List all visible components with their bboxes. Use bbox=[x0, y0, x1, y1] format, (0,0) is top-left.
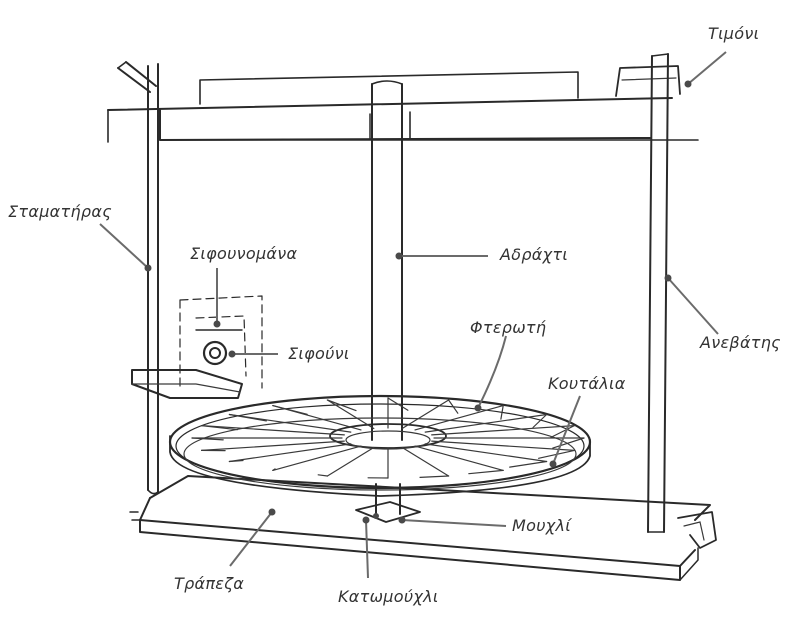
label-adrachti: Αδράχτι bbox=[500, 245, 569, 264]
label-stamatiras: Σταματήρας bbox=[8, 202, 112, 221]
paddle-plate bbox=[509, 460, 548, 468]
paddle-plate bbox=[317, 474, 328, 477]
paddle-plate bbox=[448, 399, 459, 414]
paddle bbox=[414, 445, 504, 471]
paddle-plate bbox=[191, 437, 224, 441]
paddle-plate bbox=[419, 475, 450, 478]
mouchli-bearing bbox=[355, 483, 421, 523]
label-fterwti: Φτερωτή bbox=[470, 318, 547, 337]
paddle bbox=[326, 399, 375, 430]
paddle-plate bbox=[532, 413, 548, 429]
sifounomana-box bbox=[179, 295, 263, 389]
paddle-plate bbox=[272, 468, 276, 471]
paddle-plate bbox=[550, 425, 576, 438]
top-frame bbox=[107, 65, 699, 143]
koutalia-paddles bbox=[191, 397, 585, 479]
label-mouchli: Μουχλί bbox=[512, 516, 572, 535]
paddle-plate bbox=[272, 405, 308, 415]
paddle bbox=[201, 425, 345, 436]
label-koutalia: Κουτάλια bbox=[548, 374, 626, 393]
stamatiras-post bbox=[117, 61, 159, 495]
paddle-plate bbox=[201, 425, 238, 431]
label-timoni: Τιμόνι bbox=[708, 24, 760, 43]
paddle bbox=[424, 443, 548, 463]
paddle bbox=[431, 440, 576, 451]
label-anevatis: Ανεβάτης bbox=[700, 333, 781, 352]
paddle-plate bbox=[326, 399, 357, 412]
paddle-plate bbox=[228, 459, 244, 463]
adrachti-shaft bbox=[371, 80, 403, 441]
paddle bbox=[401, 399, 450, 430]
anevatis-post bbox=[647, 53, 669, 533]
leader-lines bbox=[99, 51, 727, 579]
paddle-plate bbox=[500, 405, 504, 420]
paddle bbox=[272, 445, 362, 471]
paddle bbox=[228, 443, 352, 463]
fterwti-wheel bbox=[168, 394, 592, 497]
paddle bbox=[414, 405, 504, 431]
paddle-plate bbox=[468, 469, 504, 475]
table-base bbox=[129, 475, 717, 581]
paddle-plate bbox=[387, 397, 409, 411]
bracket bbox=[131, 369, 243, 399]
paddle-plate bbox=[552, 437, 585, 449]
paddle bbox=[424, 413, 548, 433]
paddle-plate bbox=[228, 413, 267, 422]
label-katomouchli: Κατωμούχλι bbox=[338, 587, 439, 606]
paddle bbox=[431, 425, 576, 436]
paddle bbox=[401, 446, 450, 477]
label-trapeza: Τράπεζα bbox=[174, 574, 245, 593]
label-sifounomana: Σιφουνομάνα bbox=[190, 244, 298, 263]
label-sifouni: Σιφούνι bbox=[288, 344, 350, 363]
paddle bbox=[326, 446, 375, 477]
paddle bbox=[201, 440, 345, 451]
